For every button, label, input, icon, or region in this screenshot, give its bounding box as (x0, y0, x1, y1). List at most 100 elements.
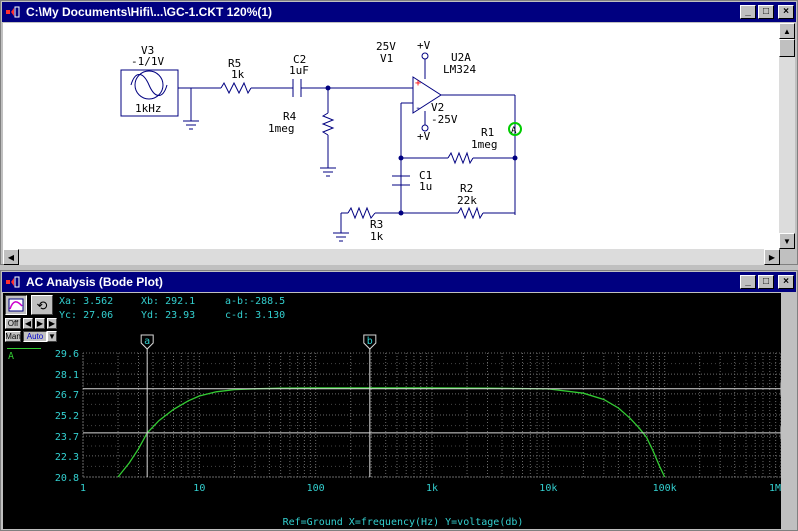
junction-dot (398, 155, 404, 161)
r5-value: 1k (231, 68, 245, 81)
bode-chart[interactable]: 1101001k10k100k1Meg20.822.323.725.226.72… (3, 293, 795, 529)
y-tick-label: 28.1 (55, 370, 79, 381)
y-tick-label: 25.2 (55, 411, 79, 422)
bode-trace-line (117, 387, 666, 478)
scroll-right-arrow-icon[interactable]: ▶ (764, 249, 780, 265)
cursor-off-button[interactable]: Off (5, 318, 21, 329)
readout-xa: Xa: 3.562 (59, 296, 114, 307)
r4-value: 1meg (268, 122, 295, 135)
schematic-canvas[interactable]: V3 -1/1V 1kHz R5 1k C2 1uF (3, 23, 780, 249)
schematic-horizontal-scrollbar[interactable]: ◀ ▶ (3, 249, 780, 265)
r4-name: R4 (283, 110, 297, 123)
probe-marker[interactable] (508, 122, 522, 136)
r3-value: 1k (370, 230, 384, 243)
r2-name: R2 (460, 182, 473, 195)
y-tick-label: 29.6 (55, 349, 79, 360)
u2a-model: LM324 (443, 63, 476, 76)
plot-mode-button[interactable] (5, 295, 27, 315)
schematic-vertical-scrollbar[interactable]: ▲ ▼ (779, 23, 795, 249)
cursor-move-icon[interactable]: ▶ (47, 318, 57, 329)
junction-dot (398, 210, 404, 216)
r3-name: R3 (370, 218, 383, 231)
junction-dot (325, 85, 331, 91)
x-tick-label: 100 (307, 483, 325, 494)
y-tick-label: 23.7 (55, 432, 79, 443)
auto-scale-button[interactable]: Auto (23, 331, 47, 342)
minimize-button[interactable]: _ (740, 5, 756, 19)
c2-value: 1uF (289, 64, 309, 77)
app-icon (4, 274, 22, 290)
y-tick-label: 26.7 (55, 390, 79, 401)
manual-scale-button[interactable]: Man (5, 331, 21, 342)
v3-value: -1/1V (131, 55, 164, 68)
r1-name: R1 (481, 126, 494, 139)
c1-capacitor[interactable] (392, 175, 410, 186)
maximize-button[interactable]: □ (758, 275, 774, 289)
pos-rail-label: +V (417, 39, 431, 52)
plot-graph-icon (8, 298, 24, 312)
refresh-icon: ⟲ (36, 297, 48, 313)
u2a-opamp[interactable] (412, 76, 442, 114)
c2-name: C2 (293, 53, 306, 66)
scroll-thumb[interactable] (779, 39, 795, 57)
app-icon (4, 4, 22, 20)
cursor-b-handle (363, 334, 377, 350)
r1-resistor[interactable] (447, 151, 474, 165)
schematic-title-bar[interactable]: C:\My Documents\Hifi\...\GC-1.CKT 120%(1… (2, 2, 796, 22)
trace-legend-label: A (8, 351, 15, 362)
v2-name: V2 (431, 101, 444, 114)
v1-name: V1 (380, 52, 393, 65)
redraw-button[interactable]: ⟲ (31, 295, 53, 315)
x-tick-label: 100k (653, 483, 677, 494)
close-button[interactable]: × (778, 275, 794, 289)
trace-legend-line (7, 348, 41, 349)
cursor-right-icon[interactable]: ▶ (35, 318, 45, 329)
analysis-title-bar[interactable]: AC Analysis (Bode Plot) _ □ × (2, 272, 796, 292)
v3-source[interactable] (120, 69, 179, 117)
cursor-b-label: b (367, 336, 373, 347)
y-tick-label: 22.3 (55, 452, 79, 463)
ac-analysis-window: AC Analysis (Bode Plot) _ □ × ⟲ Off ◀ ▶ … (0, 270, 798, 531)
junction-dot (512, 155, 518, 161)
x-tick-label: 10 (193, 483, 205, 494)
readout-c-minus-d: c-d: 3.130 (225, 310, 286, 321)
dropdown-arrow-icon[interactable]: ▼ (47, 331, 57, 342)
x-tick-label: 10k (539, 483, 557, 494)
analysis-right-panel (781, 293, 797, 529)
x-axis-label: Ref=Ground X=frequency(Hz) Y=voltage(db) (283, 517, 524, 528)
readout-yc: Yc: 27.06 (59, 310, 114, 321)
readout-a-minus-b: a-b:-288.5 (225, 296, 286, 307)
x-tick-label: 1k (426, 483, 438, 494)
r3-resistor[interactable] (347, 206, 376, 220)
ground-symbol (333, 232, 349, 242)
x-tick-label: 1 (80, 483, 86, 494)
bode-plot-area: ⟲ Off ◀ ▶ ▶ Man Auto ▼ Xa: 3.562 Xb: 292… (3, 293, 795, 529)
v1-value: 25V (376, 40, 396, 53)
c1-value: 1u (419, 180, 432, 193)
r5-resistor[interactable] (220, 81, 252, 95)
pos-rail-terminal (421, 52, 429, 60)
schematic-window: C:\My Documents\Hifi\...\GC-1.CKT 120%(1… (0, 0, 798, 265)
c2-capacitor[interactable] (292, 79, 302, 97)
scroll-down-arrow-icon[interactable]: ▼ (779, 233, 795, 249)
readout-xb: Xb: 292.1 (141, 296, 196, 307)
opamp-plus-sign: + (415, 78, 421, 89)
ground-symbol (183, 120, 199, 130)
close-button[interactable]: × (778, 5, 794, 19)
cursor-left-icon[interactable]: ◀ (23, 318, 33, 329)
maximize-button[interactable]: □ (758, 5, 774, 19)
readout-yd: Yd: 23.93 (141, 310, 196, 321)
r2-resistor[interactable] (457, 206, 484, 220)
r5-name: R5 (228, 57, 241, 70)
r2-value: 22k (457, 194, 477, 207)
ground-symbol (320, 167, 336, 177)
c1-name: C1 (419, 169, 432, 182)
scroll-left-arrow-icon[interactable]: ◀ (3, 249, 19, 265)
r4-resistor[interactable] (321, 112, 335, 136)
schematic-title: C:\My Documents\Hifi\...\GC-1.CKT 120%(1… (26, 5, 273, 19)
y-tick-label: 20.8 (55, 473, 79, 484)
probe-label: A (511, 126, 517, 136)
v3-frequency: 1kHz (135, 102, 162, 115)
scroll-up-arrow-icon[interactable]: ▲ (779, 23, 795, 39)
minimize-button[interactable]: _ (740, 275, 756, 289)
